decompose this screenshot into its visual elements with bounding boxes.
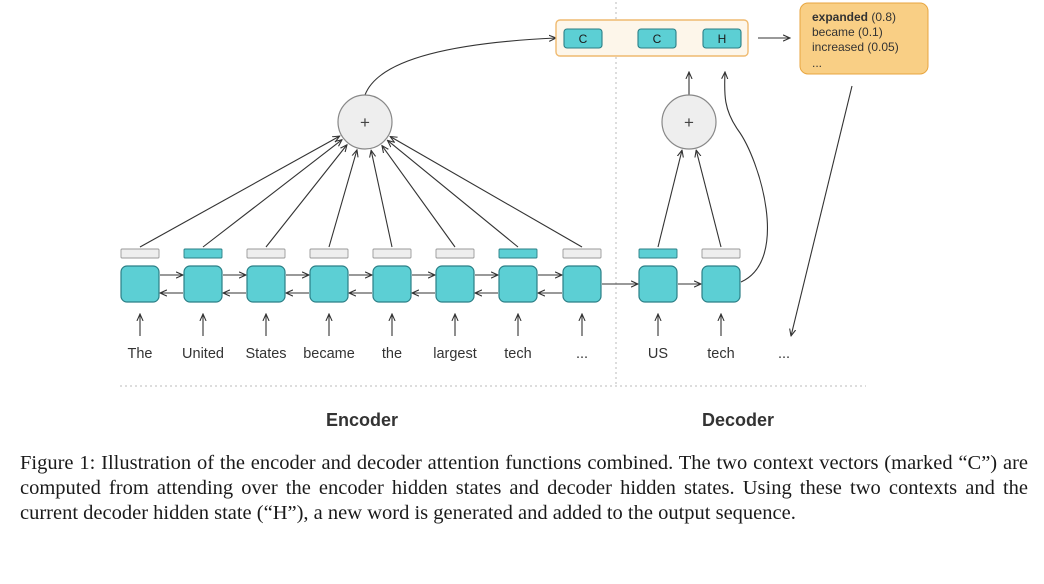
context-vector <box>637 28 677 49</box>
encoder-token: The <box>128 346 153 362</box>
prediction-item: became (0.1) <box>812 25 883 39</box>
context-vector <box>563 28 603 49</box>
arrow-layer <box>139 38 853 336</box>
encoder-attention-bar <box>498 248 538 259</box>
decoder-hidden-cell <box>638 265 678 303</box>
encoder-attention-arrow <box>139 136 340 248</box>
prediction-word: expanded <box>812 10 868 24</box>
encoder-hidden-cell <box>498 265 538 303</box>
decoder-attention-arrow <box>696 150 722 248</box>
prediction-feedback-arrow <box>791 85 853 336</box>
encoder-context-arrow <box>364 38 556 96</box>
encoder-token: States <box>245 346 286 362</box>
encoder-token: largest <box>433 346 477 362</box>
encoder-attention-bar <box>246 248 286 259</box>
encoder-label: Encoder <box>326 410 398 430</box>
encoder-attention-arrow <box>387 140 519 248</box>
encoder-attention-bar <box>183 248 223 259</box>
encoder-hidden-cell <box>562 265 602 303</box>
cell-layer <box>120 248 741 303</box>
encoder-attention-arrow <box>328 150 357 248</box>
prediction-word: increased <box>812 40 864 54</box>
prediction-probability: (0.1) <box>855 25 883 39</box>
prediction-item: expanded (0.8) <box>812 10 896 24</box>
token-layer: The United States became the largest tech... US… <box>128 346 791 362</box>
encoder-sum-symbol: + <box>360 113 370 132</box>
decoder-label: Decoder <box>702 410 774 430</box>
encoder-attention-arrow <box>265 145 347 248</box>
encoder-token: United <box>182 346 224 362</box>
encoder-attention-bar <box>309 248 349 259</box>
encoder-token: tech <box>504 346 531 362</box>
encoder-token: became <box>303 346 355 362</box>
encoder-token: the <box>382 346 402 362</box>
prediction-more: ... <box>812 56 822 70</box>
encoder-sum-node <box>337 94 393 150</box>
encoder-attention-bar <box>562 248 602 259</box>
context-vector-label: C <box>579 32 588 46</box>
prediction-item: increased (0.05) <box>812 40 899 54</box>
encoder-hidden-cell <box>309 265 349 303</box>
decoder-attention-bar <box>638 248 678 259</box>
encoder-attention-arrow <box>202 140 342 248</box>
encoder-hidden-cell <box>120 265 160 303</box>
encoder-attention-bar <box>372 248 412 259</box>
prediction-box <box>799 2 929 75</box>
prediction-probability: (0.05) <box>864 40 899 54</box>
encoder-hidden-cell <box>372 265 412 303</box>
decoder-sum-symbol: + <box>684 113 694 132</box>
encoder-hidden-cell <box>183 265 223 303</box>
encoder-attention-arrow <box>371 150 393 248</box>
decoder-token: tech <box>707 346 734 362</box>
encoder-attention-arrow <box>390 136 583 248</box>
decoder-hidden-cell <box>701 265 741 303</box>
decoder-token: ... <box>778 346 790 362</box>
prediction-probability: (0.8) <box>868 10 896 24</box>
prediction-list: expanded (0.8)became (0.1)increased (0.0… <box>812 10 899 54</box>
decoder-token: US <box>648 346 668 362</box>
hidden-state-vector <box>702 28 742 49</box>
decoder-sum-node <box>661 94 717 150</box>
context-vector-label: C <box>653 32 662 46</box>
encoder-hidden-cell <box>435 265 475 303</box>
encoder-attention-arrow <box>382 146 456 248</box>
decoder-attention-arrow <box>657 150 682 248</box>
encoder-attention-bar <box>435 248 475 259</box>
encoder-hidden-cell <box>246 265 286 303</box>
encoder-attention-bar <box>120 248 160 259</box>
prediction-word: became <box>812 25 855 39</box>
hidden-state-arrow <box>725 72 768 283</box>
decoder-attention-bar <box>701 248 741 259</box>
hidden-state-vector-label: H <box>718 32 727 46</box>
figure-caption: Figure 1: Illustration of the encoder an… <box>20 452 1028 524</box>
encoder-token: ... <box>576 346 588 362</box>
